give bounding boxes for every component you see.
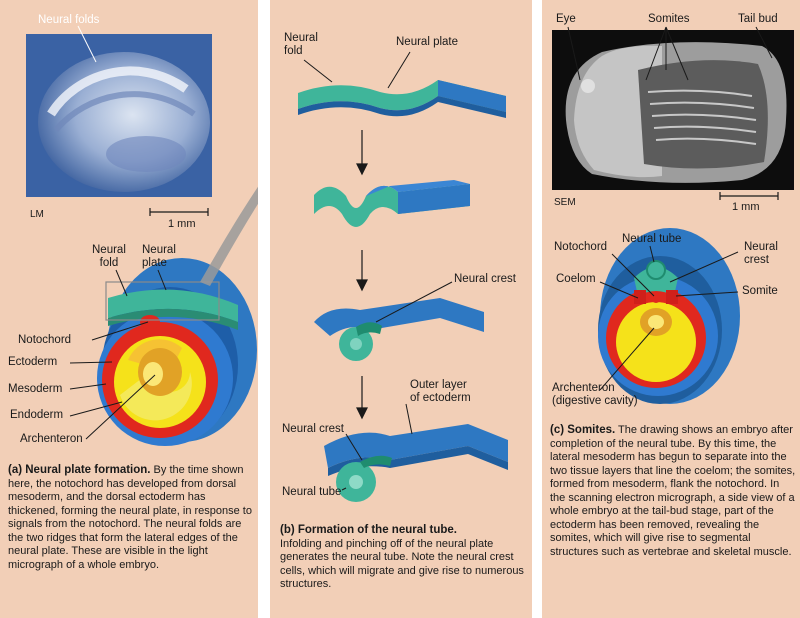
label-neural-crest-stage3: Neural crest: [454, 273, 516, 285]
label-notochord-c: Notochord: [554, 241, 608, 253]
stage-folding: [314, 180, 470, 227]
label-neural-tube-b: Neural tube: [282, 486, 342, 498]
label-ectoderm: Ectoderm: [8, 356, 58, 368]
label-archenteron-c: Archenteron (digestive cavity): [552, 382, 638, 407]
label-tail-bud: Tail bud: [738, 13, 778, 25]
panel-c: Eye Somites Tail bud SEM 1 mm: [542, 0, 800, 618]
leader-lines-photo-c: [567, 26, 773, 81]
stage-closing: [314, 298, 484, 361]
label-neural-fold: Neural fold: [92, 244, 126, 269]
embryo-cross-section-a: [97, 258, 257, 446]
label-coelom: Coelom: [556, 273, 596, 285]
panel-c-art: [567, 26, 779, 404]
caption-c-title: (c) Somites.: [550, 424, 616, 436]
panel-b-art: [298, 51, 508, 502]
stage-neural-plate: [298, 80, 506, 118]
label-notochord: Notochord: [18, 334, 72, 346]
label-mesoderm: Mesoderm: [8, 383, 63, 395]
leader-neural-folds: [77, 25, 97, 63]
label-neural-crest-stage4: Neural crest: [282, 423, 344, 435]
caption-a-title: (a) Neural plate formation.: [8, 464, 151, 476]
panel-a-art: [69, 25, 258, 446]
panel-a: Neural folds LM 1 mm: [0, 0, 258, 618]
caption-c-body: The drawing shows an embryo after comple…: [550, 424, 796, 558]
label-eye: Eye: [556, 13, 576, 25]
embryo-cross-section-c: [598, 228, 740, 404]
label-neural-fold-b: Neural fold: [284, 32, 318, 57]
label-archenteron: Archenteron: [20, 433, 83, 445]
leader-lines-b: [303, 51, 453, 491]
leader-lines-c: [599, 245, 739, 391]
caption-b-title: (b) Formation of the neural tube.: [280, 524, 457, 536]
panel-b: Neural fold Neural plate Neural crest Ou…: [270, 0, 532, 618]
connector-arrow: [200, 186, 258, 286]
stage-neural-tube: [324, 424, 508, 502]
label-neural-folds: Neural folds: [38, 14, 100, 26]
caption-b-body: Infolding and pinching off of the neural…: [280, 537, 524, 591]
label-outer-layer-ectoderm: Outer layer of ectoderm: [410, 379, 471, 404]
caption-c: (c) Somites. The drawing shows an embryo…: [550, 424, 796, 559]
caption-a: (a) Neural plate formation. By the time …: [8, 464, 252, 572]
step-arrows: [356, 130, 368, 420]
caption-a-body: By the time shown here, the notochord ha…: [8, 464, 252, 571]
sem-embryo-art: [552, 30, 794, 190]
light-micrograph: [26, 34, 212, 197]
scale-bar-label: 1 mm: [168, 218, 196, 230]
micrograph-tag-lm: LM: [30, 209, 44, 220]
scale-bar-label-c: 1 mm: [732, 201, 760, 213]
label-neural-tube-c: Neural tube: [622, 233, 682, 245]
micrograph-tag-sem: SEM: [554, 197, 576, 208]
label-neural-crest-c: Neural crest: [744, 241, 778, 266]
label-neural-plate-b: Neural plate: [396, 36, 459, 48]
embryo-photo-art: [26, 34, 212, 197]
label-neural-plate: Neural plate: [142, 244, 176, 269]
caption-b: (b) Formation of the neural tube.Infoldi…: [280, 524, 526, 592]
sem-micrograph: [552, 30, 794, 190]
label-endoderm: Endoderm: [10, 409, 64, 421]
label-somite: Somite: [742, 285, 778, 297]
leader-lines-a: [69, 269, 167, 440]
label-somites: Somites: [648, 13, 690, 25]
